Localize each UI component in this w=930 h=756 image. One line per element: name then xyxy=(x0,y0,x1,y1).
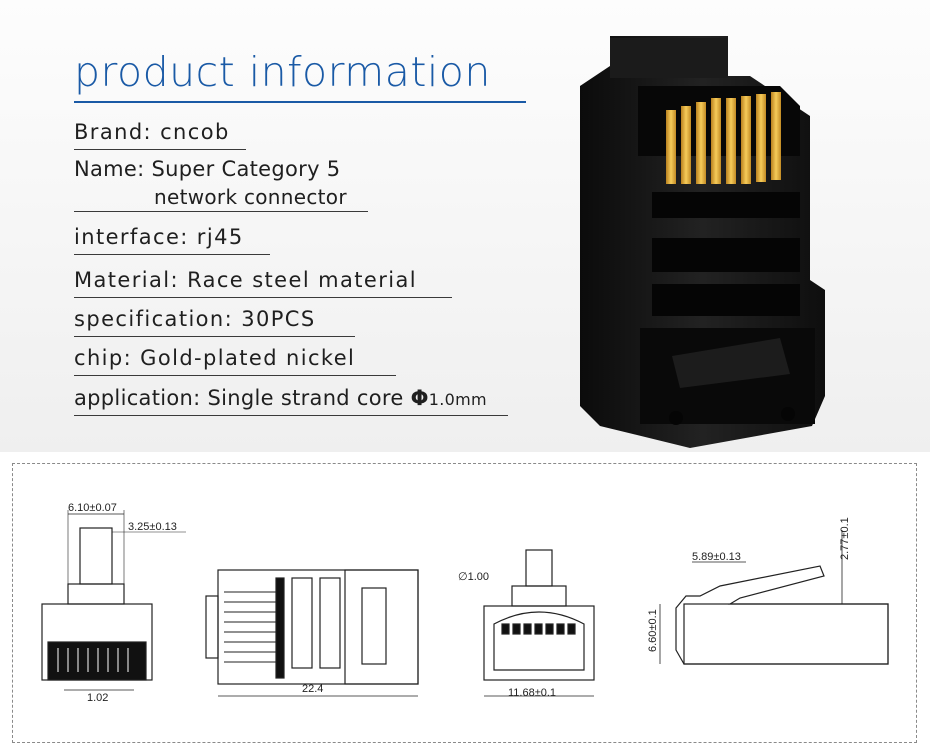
dim-label: 1.02 xyxy=(87,692,108,704)
spec-application: application: Single strand core Φ1.0mm xyxy=(74,386,508,416)
rj45-connector-image xyxy=(580,36,825,448)
spec-underline xyxy=(74,297,452,298)
side-view-drawing xyxy=(205,569,419,697)
spec-interface-text: interface: rj45 xyxy=(74,225,244,249)
front-view-drawing xyxy=(41,510,186,691)
spec-underline xyxy=(74,211,368,212)
dim-label: ∅1.00 xyxy=(458,571,489,583)
dim-label: 22.4 xyxy=(302,683,323,695)
spec-application-size: 1.0mm xyxy=(428,390,487,409)
spec-brand: Brand: cncob xyxy=(74,120,246,150)
spec-name-line2-text: network connector xyxy=(154,185,347,209)
spec-chip-text: chip: Gold-plated nickel xyxy=(74,346,356,370)
spec-underline xyxy=(74,415,508,416)
spec-interface: interface: rj45 xyxy=(74,225,270,255)
spec-specification: specification: 30PCS xyxy=(74,307,355,337)
dim-label: 11.68±0.1 xyxy=(508,687,556,699)
rear-view-drawing xyxy=(483,549,595,697)
spec-chip: chip: Gold-plated nickel xyxy=(74,346,396,376)
spec-name-line2: network connector xyxy=(154,185,347,209)
spec-application-text: application: Single strand core xyxy=(74,386,411,410)
spec-material-text: Material: Race steel material xyxy=(74,268,417,292)
spec-brand-text: Brand: cncob xyxy=(74,120,230,144)
spec-underline xyxy=(74,149,246,150)
spec-specification-text: specification: 30PCS xyxy=(74,307,316,331)
title-underline xyxy=(74,101,526,103)
spec-name: Name: Super Category 5 xyxy=(74,157,340,181)
phi-symbol: Φ xyxy=(410,386,429,410)
dim-label: 3.25±0.13 xyxy=(128,521,177,533)
dimension-drawing-frame xyxy=(12,463,917,743)
spec-underline xyxy=(74,254,270,255)
dim-label: 5.89±0.13 xyxy=(692,551,741,563)
dim-label: 6.10±0.07 xyxy=(68,502,117,514)
dim-label: 2.77±0.1 xyxy=(839,517,851,560)
page-title: product information xyxy=(74,48,491,96)
spec-underline xyxy=(74,375,396,376)
latch-view-drawing xyxy=(659,530,889,665)
dim-label: 6.60±0.1 xyxy=(647,609,659,652)
spec-material: Material: Race steel material xyxy=(74,268,452,298)
spec-underline xyxy=(74,336,355,337)
spec-name-text: Name: Super Category 5 xyxy=(74,157,341,181)
